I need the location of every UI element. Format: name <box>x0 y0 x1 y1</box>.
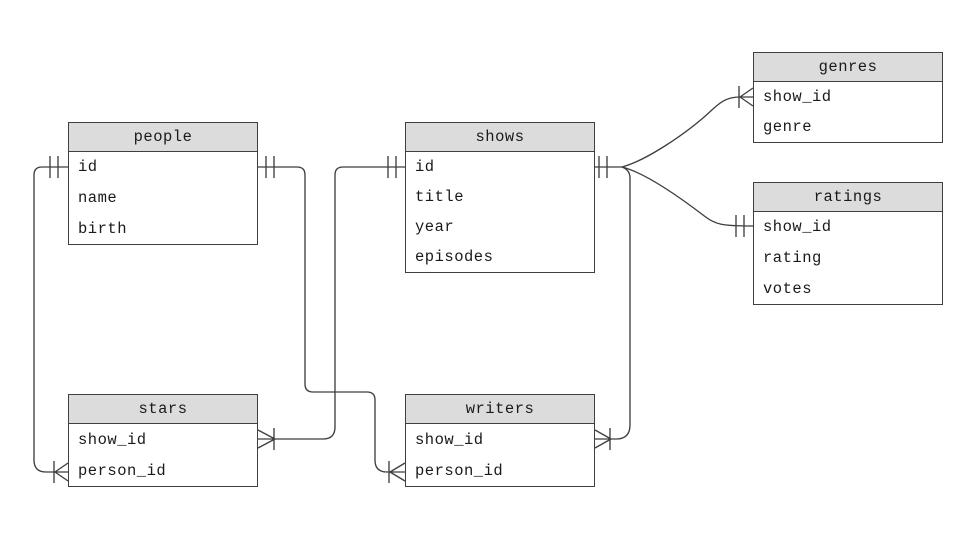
rel-shows-ratings <box>621 166 754 237</box>
entity-ratings-field-votes: votes <box>763 279 813 298</box>
entity-people: people id name birth <box>68 122 258 245</box>
entity-writers-field-person-id: person_id <box>415 461 504 480</box>
rel-shows-ratings-line <box>621 166 754 227</box>
entity-people-field-name: name <box>78 189 118 207</box>
entity-shows-field-year: year <box>415 218 455 236</box>
entity-ratings-field-show-id: show_id <box>763 218 832 237</box>
crowfoot-many-icon <box>257 428 276 450</box>
entity-shows-title: shows <box>406 123 594 152</box>
entity-people-field-birth: birth <box>78 219 128 238</box>
entity-shows-field-episodes: episodes <box>415 248 494 266</box>
crowfoot-many-icon <box>53 461 69 483</box>
entity-genres-field-show-id: show_id <box>763 88 832 106</box>
entity-genres-title: genres <box>754 53 942 82</box>
entity-shows-field-title: title <box>415 188 465 206</box>
entity-ratings-title: ratings <box>754 183 942 212</box>
entity-people-field-id: id <box>78 158 98 177</box>
entity-genres: genres show_id genre <box>753 52 943 143</box>
entity-stars-field-show-id: show_id <box>78 430 147 449</box>
rel-people-stars-line <box>33 166 68 473</box>
rel-shows-writers <box>594 166 631 450</box>
cardinality-one-icon <box>265 156 275 178</box>
rel-people-writers <box>258 156 406 483</box>
rel-people-writers-line <box>258 166 390 473</box>
crowfoot-many-icon <box>388 461 406 483</box>
entity-ratings: ratings show_id rating votes <box>753 182 943 305</box>
entity-writers-title: writers <box>406 395 594 424</box>
rel-people-stars <box>33 156 69 483</box>
rel-shows-writers-line <box>611 166 631 440</box>
entity-ratings-field-rating: rating <box>763 249 822 267</box>
rel-shows-trunk <box>595 156 622 178</box>
crowfoot-many-icon <box>738 86 754 108</box>
entity-writers-field-show-id: show_id <box>415 430 484 449</box>
entity-shows-field-id: id <box>415 158 435 176</box>
entity-writers: writers show_id person_id <box>405 394 595 487</box>
rel-shows-stars <box>257 156 405 450</box>
rel-shows-stars-line <box>275 166 405 440</box>
entity-stars-title: stars <box>69 395 257 424</box>
crowfoot-many-icon <box>594 428 612 450</box>
entity-stars-field-person-id: person_id <box>78 461 167 480</box>
entity-shows: shows id title year episodes <box>405 122 595 273</box>
entity-people-title: people <box>69 123 257 152</box>
cardinality-one-icon <box>735 215 745 237</box>
entity-genres-field-genre: genre <box>763 118 813 136</box>
cardinality-one-icon <box>49 156 59 178</box>
rel-shows-genres-line <box>621 96 741 168</box>
rel-shows-genres <box>621 86 754 168</box>
entity-stars: stars show_id person_id <box>68 394 258 487</box>
cardinality-one-icon <box>387 156 397 178</box>
cardinality-one-icon <box>598 156 608 178</box>
